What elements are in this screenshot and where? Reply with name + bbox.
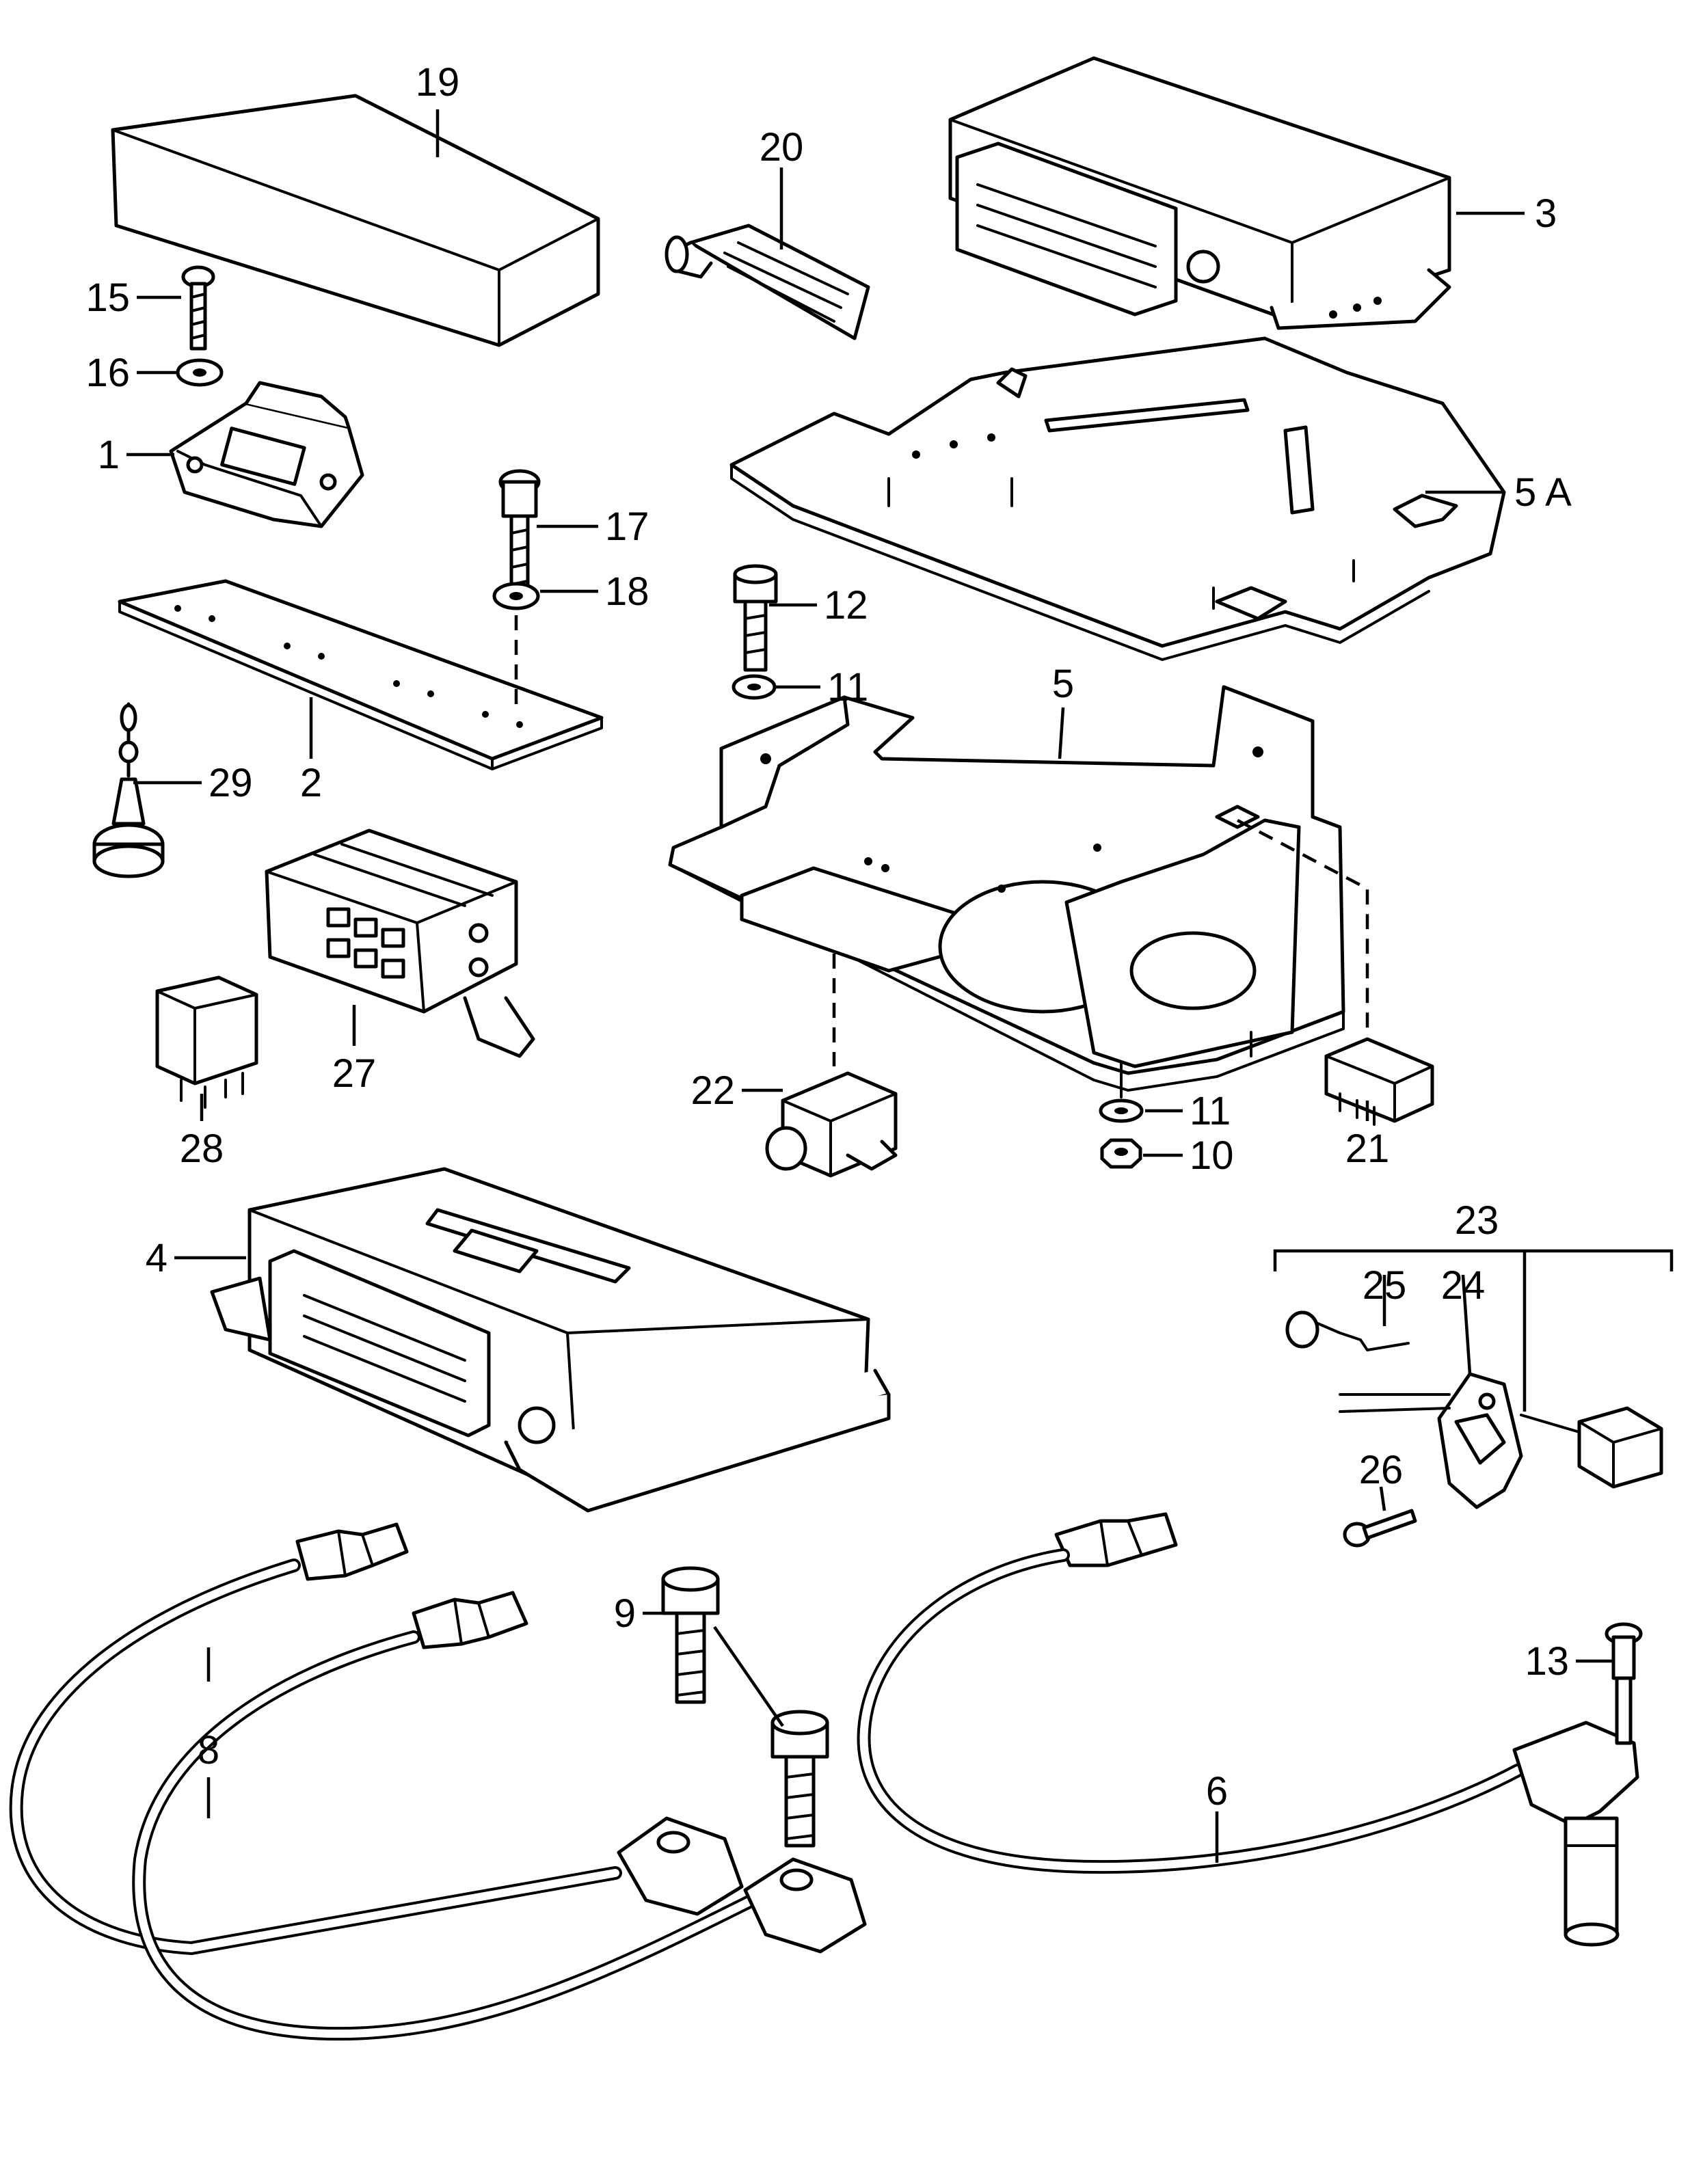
part-24-sensor-plate [1339,1372,1523,1509]
part-23-sensor-connector [1520,1406,1663,1489]
callout-13: 13 [1525,1639,1569,1684]
part-11-washer-bottom [1099,1098,1144,1123]
part-16-washer [176,358,224,387]
callout-26: 26 [1359,1448,1404,1492]
part-10-nut [1100,1138,1142,1169]
callout-21: 21 [1345,1127,1390,1171]
callout-22: 22 [690,1068,735,1113]
callout-9: 9 [614,1591,636,1636]
callout-27: 27 [332,1051,377,1096]
part-29-pin-grommet [92,702,165,878]
part-22-pressure-sensor [765,1071,898,1178]
part-25-clip [1285,1310,1410,1351]
part-27-relay-block [265,828,535,1058]
callout-28: 28 [180,1127,224,1171]
callout-3: 3 [1535,191,1557,236]
callout-25: 25 [1363,1263,1407,1308]
part-18-washer [492,582,540,610]
part-17-screw [498,469,541,597]
callout-4: 4 [146,1236,167,1280]
callout-2: 2 [300,761,322,805]
part-4-control-unit [210,1167,891,1513]
leader-lines [126,109,1613,1863]
part-5-mounting-bracket [668,685,1345,1098]
part-6-speed-sensor-cable [857,1512,1639,1947]
part-1-ignition-module [169,381,364,528]
callout-11-bottom: 11 [1190,1089,1231,1133]
bracket-23 [1273,1249,1674,1271]
callout-15: 15 [85,275,130,320]
callout-1: 1 [98,433,120,477]
callout-6: 6 [1206,1769,1228,1814]
part-26-screw [1343,1509,1417,1548]
callout-18: 18 [605,569,649,614]
part-28-relay [155,975,258,1109]
part-2-mounting-plate [118,579,604,770]
callout-11-top: 11 [827,665,868,710]
callout-19: 19 [416,60,460,105]
callout-16: 16 [85,351,130,395]
part-13-screw [1605,1622,1643,1745]
callout-5a: 5 A [1514,470,1572,515]
part-21-connector [1324,1037,1434,1126]
callout-12: 12 [824,583,868,628]
callout-5: 5 [1052,662,1074,706]
part-8-knock-sensor-cables [9,1522,867,2041]
callout-20: 20 [760,125,804,170]
callout-23: 23 [1455,1198,1499,1243]
callout-8: 8 [198,1728,219,1772]
part-3-control-unit [948,56,1451,330]
callout-24: 24 [1441,1263,1486,1308]
callout-labels: 19 20 3 5 A 15 16 1 17 18 12 11 5 2 29 2… [85,60,1572,1814]
part-5a-bracket-plate [729,336,1506,661]
part-9-bolts [661,1566,829,1848]
part-15-screw [181,265,215,351]
part-12-bolt [733,564,778,672]
part-20-paste-tube [665,224,870,340]
callout-29: 29 [209,761,253,805]
part-11-washer-top [732,674,777,700]
callout-10: 10 [1190,1133,1234,1178]
callout-17: 17 [605,504,649,549]
part-19-foam-block [111,94,600,347]
